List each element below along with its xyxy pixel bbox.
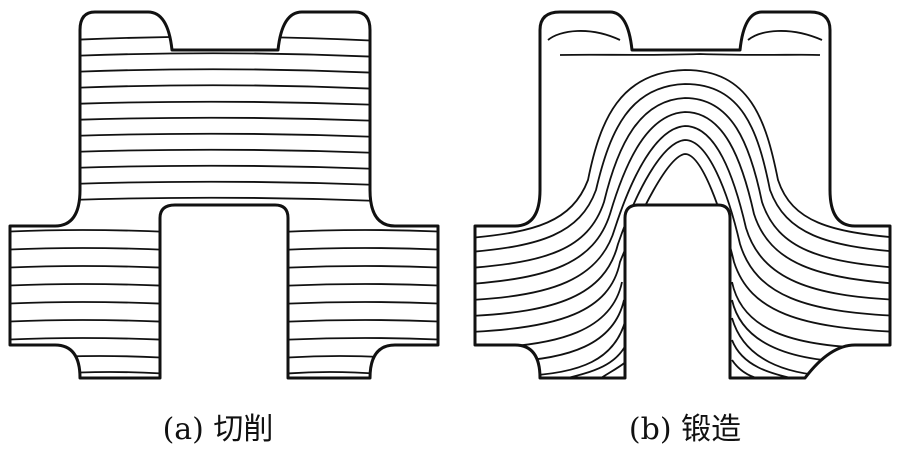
caption-a: (a) 切削	[162, 412, 274, 447]
panel-b-part	[473, 10, 892, 380]
panel-a-part	[8, 10, 440, 380]
panel-b-grain-lines	[475, 30, 890, 378]
panel-a-grain-lines	[10, 35, 438, 375]
caption-b: (b) 锻造	[628, 412, 742, 447]
panel-b-outline	[473, 10, 892, 380]
panel-a-outline	[8, 10, 440, 380]
